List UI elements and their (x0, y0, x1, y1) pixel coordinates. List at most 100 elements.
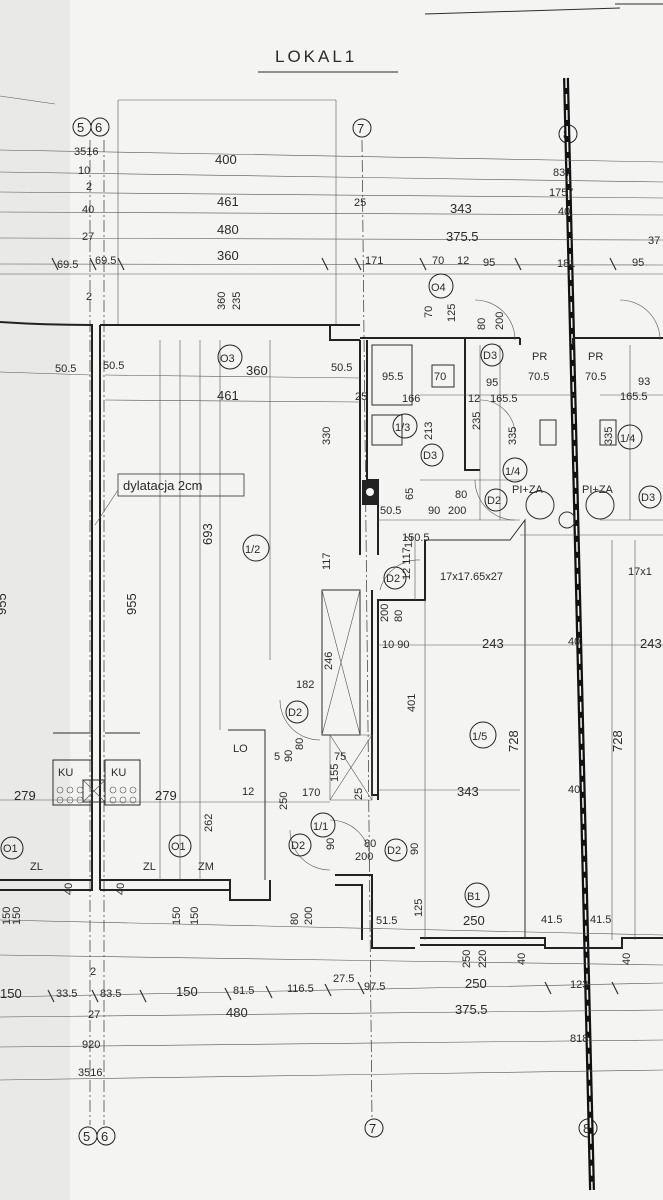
svg-text:D2: D2 (487, 495, 501, 507)
svg-text:166: 166 (402, 393, 420, 405)
dim-69-5-a: 69.5 (57, 259, 78, 271)
svg-text:920: 920 (82, 1039, 100, 1051)
svg-text:12: 12 (403, 536, 415, 548)
svg-text:70.5: 70.5 (528, 371, 549, 383)
room-1-3: 1/3 (392, 413, 418, 439)
svg-text:220: 220 (477, 950, 489, 968)
svg-text:7: 7 (369, 1121, 376, 1136)
svg-text:27: 27 (88, 1009, 100, 1021)
door-d2-d: D2 (285, 700, 309, 724)
dim-181: 181 (557, 258, 575, 270)
svg-text:279: 279 (14, 788, 36, 803)
bathroom-fixtures (362, 344, 617, 529)
svg-text:250: 250 (465, 976, 487, 991)
svg-text:200: 200 (448, 505, 466, 517)
svg-text:235: 235 (231, 292, 243, 310)
svg-text:150: 150 (176, 984, 198, 999)
door-d3-a: D3 (480, 343, 504, 367)
dim-3516-top: 3516 (74, 146, 98, 158)
svg-text:246: 246 (323, 652, 335, 670)
svg-text:90: 90 (283, 750, 295, 762)
svg-text:6: 6 (95, 120, 102, 135)
dim-70-top: 70 (432, 255, 444, 267)
dim-400: 400 (215, 152, 237, 167)
svg-text:80: 80 (289, 913, 301, 925)
svg-text:335: 335 (603, 427, 615, 445)
svg-text:1/5: 1/5 (472, 731, 487, 743)
svg-text:40: 40 (516, 953, 528, 965)
svg-text:90: 90 (409, 843, 421, 855)
room-1-4-a: 1/4 (502, 457, 528, 483)
svg-text:41.5: 41.5 (541, 914, 562, 926)
svg-text:243: 243 (482, 636, 504, 651)
axis-line-8-pattern (565, 77, 593, 1191)
plan-title: LOKAL1 (275, 47, 357, 66)
paper-fold-shadow (0, 0, 70, 1200)
svg-text:90: 90 (325, 838, 337, 850)
svg-text:461: 461 (217, 388, 239, 403)
svg-text:75: 75 (334, 751, 346, 763)
svg-text:50.5: 50.5 (55, 363, 76, 375)
window-o4: O4 (428, 273, 454, 299)
svg-text:116.5: 116.5 (287, 983, 314, 995)
svg-text:150: 150 (11, 907, 23, 925)
svg-text:80: 80 (455, 489, 467, 501)
svg-text:51.5: 51.5 (376, 915, 397, 927)
svg-text:330: 330 (321, 427, 333, 445)
window-o1-a: O1 (0, 836, 24, 860)
axis-6-bottom: 6 (96, 1126, 116, 1146)
dim-2-top: 2 (86, 181, 92, 193)
label-pi-za-1: PI+ZA (512, 484, 544, 496)
svg-text:50.5: 50.5 (331, 362, 352, 374)
door-d3-c: D3 (638, 485, 662, 509)
label-pr-1: PR (532, 351, 547, 363)
svg-text:150.5: 150.5 (402, 532, 430, 544)
dim-1757: 1757 (549, 187, 573, 199)
svg-text:200: 200 (303, 907, 315, 925)
svg-text:955: 955 (0, 593, 9, 615)
dim-360-top: 360 (217, 248, 239, 263)
axis-line-7 (361, 139, 373, 1119)
svg-text:343: 343 (457, 784, 479, 799)
dim-461-top: 461 (217, 194, 239, 209)
svg-text:40: 40 (621, 953, 633, 965)
dim-171: 171 (365, 255, 383, 267)
svg-text:250: 250 (461, 950, 473, 968)
svg-text:D2: D2 (387, 845, 401, 857)
svg-text:33.5: 33.5 (56, 988, 77, 1000)
svg-text:360: 360 (216, 292, 228, 310)
dylatacja-box (117, 473, 245, 497)
dim-375-5-top: 375.5 (446, 229, 479, 244)
svg-text:693: 693 (200, 523, 215, 545)
svg-text:200: 200 (355, 851, 373, 863)
svg-text:81.5: 81.5 (233, 985, 254, 997)
dim-95-a: 95 (483, 257, 495, 269)
svg-text:40: 40 (568, 784, 580, 796)
svg-text:150: 150 (189, 907, 201, 925)
top-dimension-lines (0, 95, 663, 325)
outer-walls (0, 321, 663, 949)
svg-text:117: 117 (321, 552, 333, 570)
svg-text:243: 243 (640, 636, 662, 651)
door-d3-b: D3 (420, 443, 444, 467)
svg-text:360: 360 (246, 363, 268, 378)
svg-text:728: 728 (506, 730, 521, 752)
svg-text:93: 93 (638, 376, 650, 388)
svg-text:155: 155 (329, 764, 341, 782)
svg-text:150: 150 (171, 907, 183, 925)
svg-text:480: 480 (226, 1005, 248, 1020)
svg-text:2: 2 (90, 966, 96, 978)
svg-text:235: 235 (471, 412, 483, 430)
svg-text:5: 5 (77, 120, 84, 135)
svg-text:5: 5 (83, 1129, 90, 1144)
svg-text:83.5: 83.5 (100, 988, 121, 1000)
label-dylatacja: dylatacja 2cm (123, 478, 202, 493)
svg-text:95.5: 95.5 (382, 371, 403, 383)
dim-27-top: 27 (82, 231, 94, 243)
dim-69-5-b: 69.5 (95, 255, 116, 267)
axis-7-top: 7 (352, 118, 372, 138)
svg-text:40: 40 (63, 883, 75, 895)
svg-text:165.5: 165.5 (490, 393, 518, 405)
svg-text:25: 25 (355, 391, 367, 403)
